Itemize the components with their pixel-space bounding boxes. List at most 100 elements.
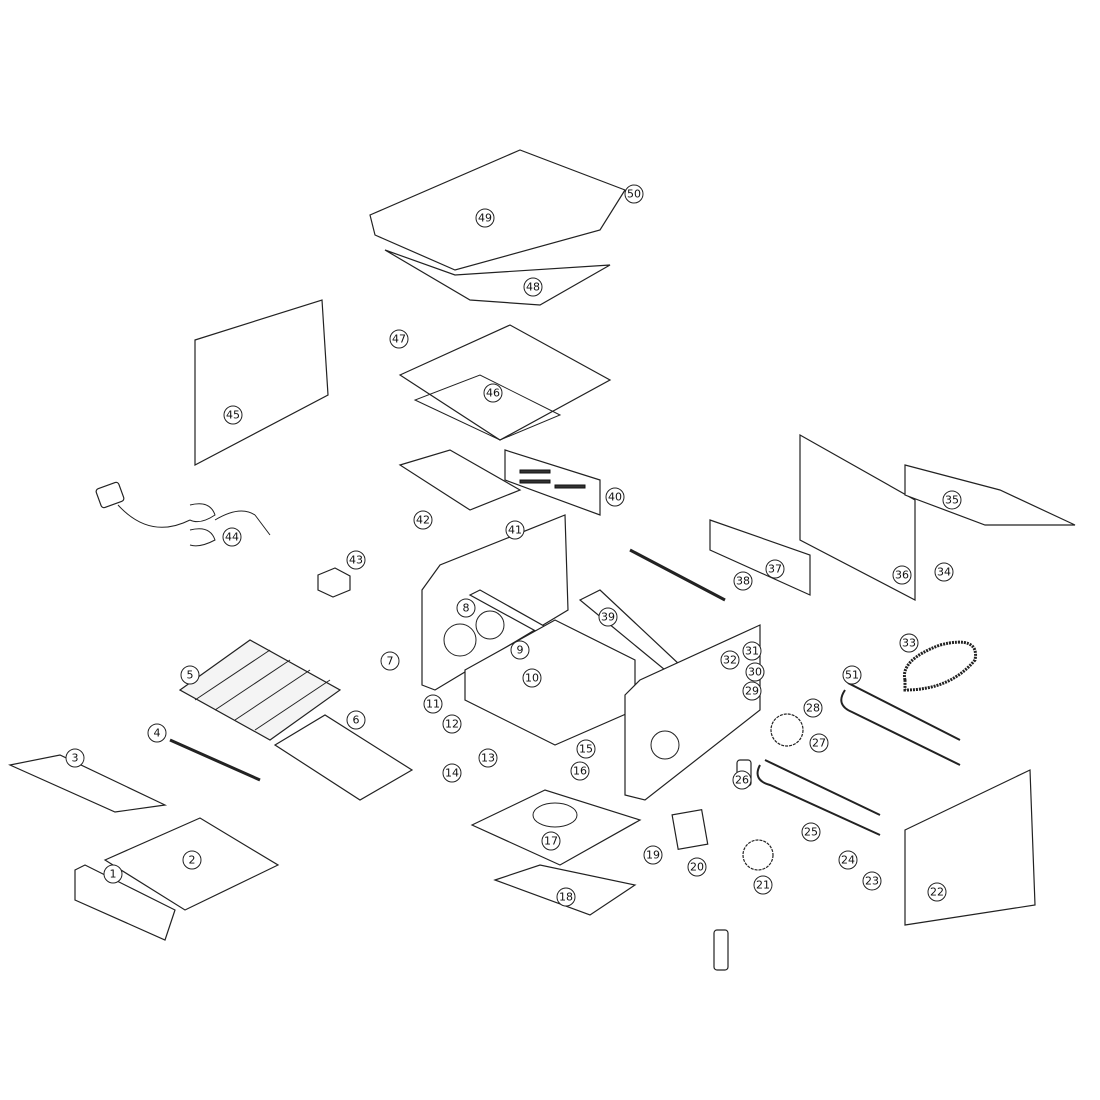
callout-48: 48: [523, 277, 543, 297]
callout-number: 47: [392, 333, 406, 346]
callout-circle: [65, 748, 85, 768]
part-drawings: [8, 149, 1076, 971]
callout-circle: [389, 329, 409, 349]
part-46-tray: [398, 324, 612, 441]
callout-number: 42: [416, 514, 430, 527]
callout-45: 45: [223, 405, 243, 425]
part-25-heating-element: [756, 759, 881, 836]
callout-circle: [442, 714, 462, 734]
callout-22: 22: [927, 882, 947, 902]
callout-1: 1: [103, 864, 123, 884]
callout-circle: [927, 882, 947, 902]
callout-circle: [413, 510, 433, 530]
part-22-side-panel: [904, 769, 1036, 926]
callout-number: 23: [865, 875, 879, 888]
callout-number: 33: [902, 637, 916, 650]
callout-number: 27: [812, 737, 826, 750]
part-27-sprocket: [770, 713, 804, 747]
callout-number: 25: [804, 826, 818, 839]
callout-number: 18: [559, 891, 573, 904]
callout-number: 10: [525, 672, 539, 685]
callout-circle: [598, 607, 618, 627]
callout-circle: [605, 487, 625, 507]
callout-40: 40: [605, 487, 625, 507]
callout-circle: [222, 527, 242, 547]
callout-circle: [475, 208, 495, 228]
callout-number: 50: [627, 188, 641, 201]
callout-34: 34: [934, 562, 954, 582]
callout-number: 9: [517, 644, 524, 657]
callout-32: 32: [720, 650, 740, 670]
callout-circle: [380, 651, 400, 671]
callout-number: 40: [608, 491, 622, 504]
callout-10: 10: [522, 668, 542, 688]
callout-number: 45: [226, 409, 240, 422]
callout-circle: [541, 831, 561, 851]
callout-number: 26: [735, 774, 749, 787]
callout-number: 17: [544, 835, 558, 848]
callout-circle: [223, 405, 243, 425]
part-49-top-cover: [369, 149, 626, 271]
callout-circle: [478, 748, 498, 768]
callout-2: 2: [182, 850, 202, 870]
callout-circle: [803, 698, 823, 718]
callout-number: 37: [768, 563, 782, 576]
callout-42: 42: [413, 510, 433, 530]
part-44-power-cord: [95, 481, 271, 547]
callout-25: 25: [801, 822, 821, 842]
callout-number: 35: [945, 494, 959, 507]
callout-39: 39: [598, 607, 618, 627]
callout-16: 16: [570, 761, 590, 781]
part-20-gear-motor: [671, 808, 709, 851]
callout-number: 7: [387, 655, 394, 668]
part-4-shaft: [169, 738, 261, 782]
part-40-vent-panel: [504, 449, 601, 516]
callout-46: 46: [483, 383, 503, 403]
callout-36: 36: [892, 565, 912, 585]
part-3-wire-rack: [8, 754, 168, 813]
callout-circle: [346, 710, 366, 730]
callout-circle: [838, 850, 858, 870]
callout-29: 29: [742, 681, 762, 701]
part-callouts: 1234567891011121314151617181920212223242…: [65, 184, 962, 907]
part-43-terminal-block: [317, 567, 351, 598]
callout-number: 4: [154, 727, 161, 740]
callout-8: 8: [456, 598, 476, 618]
callout-circle: [510, 640, 530, 660]
callout-15: 15: [576, 739, 596, 759]
callout-number: 49: [478, 212, 492, 225]
callout-number: 21: [756, 879, 770, 892]
callout-44: 44: [222, 527, 242, 547]
callout-number: 36: [895, 569, 909, 582]
callout-number: 19: [646, 849, 660, 862]
callout-30: 30: [745, 662, 765, 682]
callout-circle: [523, 277, 543, 297]
part-foot-lower: [713, 929, 729, 971]
callout-number: 3: [72, 752, 79, 765]
callout-14: 14: [442, 763, 462, 783]
callout-number: 20: [690, 861, 704, 874]
callout-3: 3: [65, 748, 85, 768]
callout-50: 50: [624, 184, 644, 204]
callout-number: 32: [723, 654, 737, 667]
callout-35: 35: [942, 490, 962, 510]
part-1-front-panel: [74, 864, 176, 941]
callout-number: 11: [426, 698, 440, 711]
callout-51: 51: [842, 665, 862, 685]
callout-circle: [733, 571, 753, 591]
callout-number: 43: [349, 554, 363, 567]
part-42-rack: [398, 449, 522, 511]
callout-number: 41: [508, 524, 522, 537]
callout-5: 5: [180, 665, 200, 685]
part-32-right-frame: [624, 624, 761, 801]
callout-9: 9: [510, 640, 530, 660]
callout-circle: [742, 641, 762, 661]
part-45-side-panel: [194, 299, 329, 466]
part-17-base-plate: [470, 789, 642, 866]
callout-number: 39: [601, 611, 615, 624]
callout-circle: [103, 864, 123, 884]
callout-circle: [842, 665, 862, 685]
callout-circle: [687, 857, 707, 877]
